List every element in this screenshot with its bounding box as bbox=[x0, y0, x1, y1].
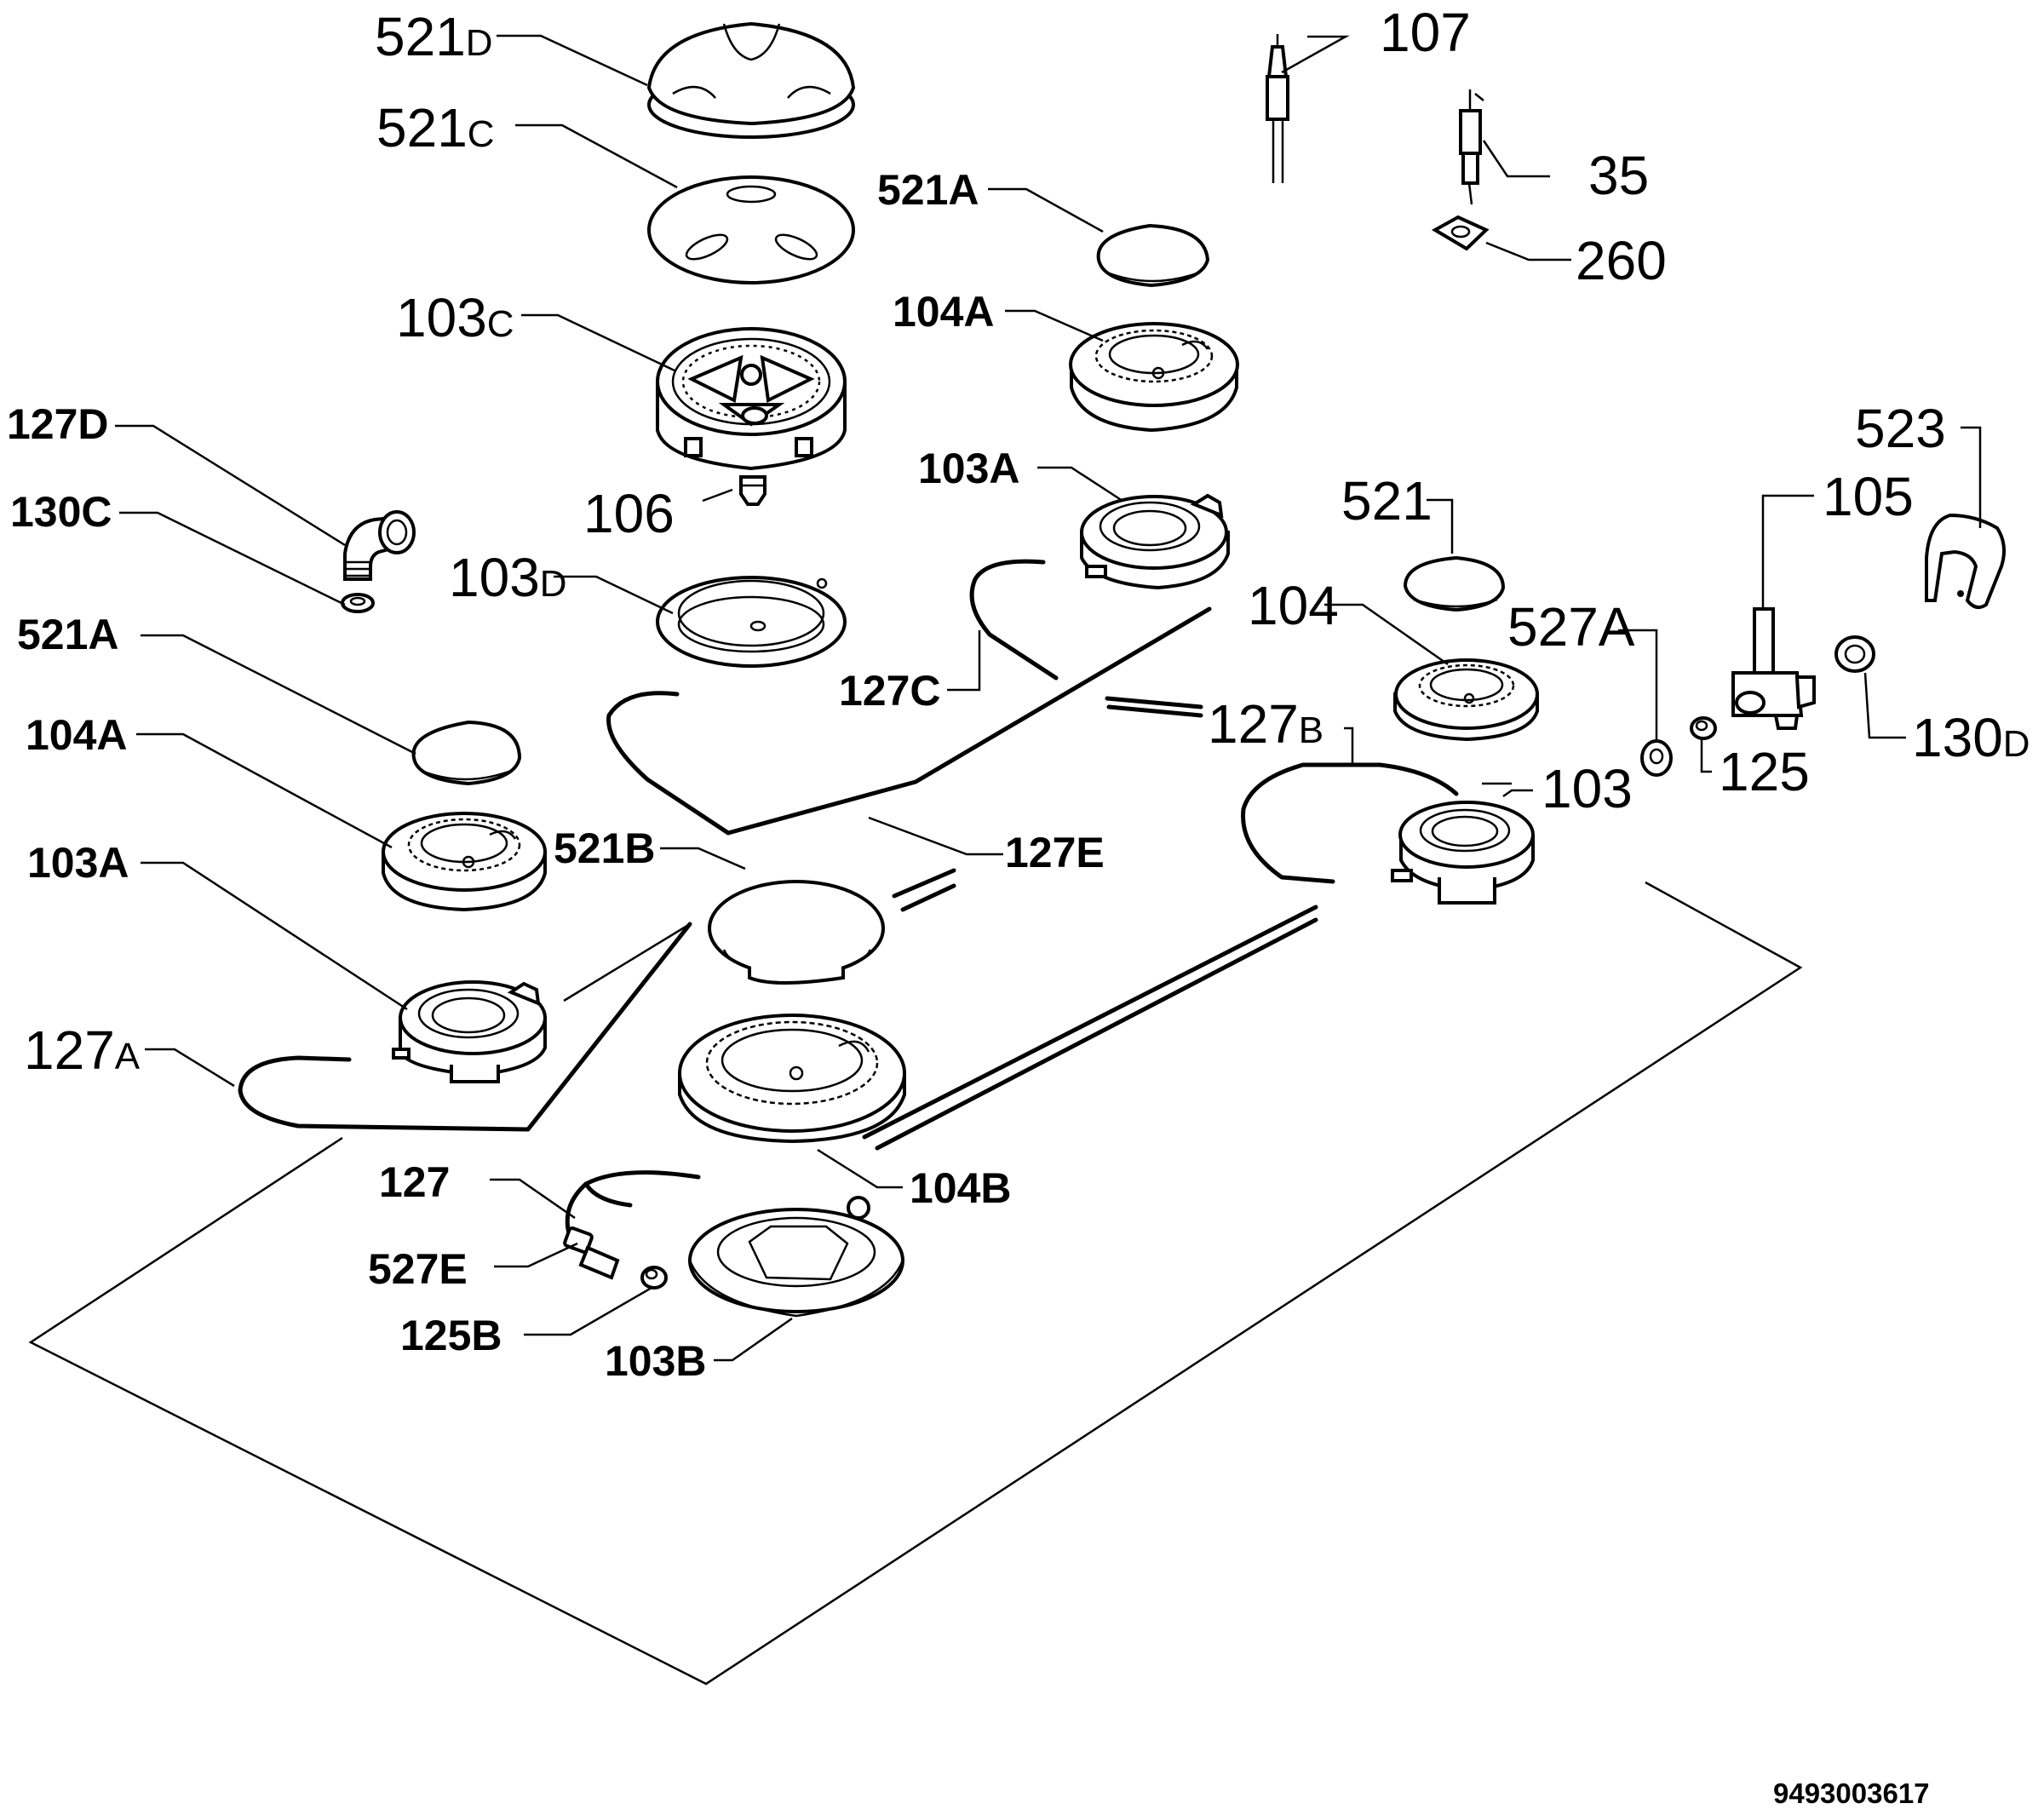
label-521a-mid: 521A bbox=[877, 166, 979, 214]
burner-left-stack bbox=[382, 720, 547, 1083]
gas-pipes bbox=[238, 559, 1459, 1236]
label-127c: 127C bbox=[839, 667, 941, 715]
part-107 bbox=[1266, 34, 1289, 183]
part-125b bbox=[640, 1266, 668, 1289]
label-523: 523 bbox=[1855, 398, 1946, 459]
label-107: 107 bbox=[1380, 2, 1471, 63]
part-527e bbox=[563, 1226, 620, 1280]
part-104 bbox=[1393, 658, 1539, 742]
washer-130c bbox=[341, 593, 375, 613]
part-103a-left bbox=[392, 980, 547, 1083]
part-106 bbox=[739, 475, 766, 506]
label-127e: 127E bbox=[1005, 829, 1105, 876]
part-103c bbox=[656, 327, 847, 471]
part-103b bbox=[688, 1196, 904, 1318]
part-35 bbox=[1459, 89, 1484, 205]
part-521c bbox=[647, 175, 855, 284]
label-35: 35 bbox=[1588, 145, 1649, 206]
burner-large-stack bbox=[646, 21, 856, 668]
label-527a: 527A bbox=[1507, 596, 1635, 658]
part-labels: 521D 521C 103C 106 103D 127D 130C 521A 1… bbox=[7, 2, 2030, 1385]
label-521d: 521D bbox=[375, 6, 493, 67]
label-521: 521 bbox=[1341, 470, 1433, 531]
label-127b: 127B bbox=[1208, 693, 1323, 755]
part-125 bbox=[1690, 716, 1717, 740]
label-260: 260 bbox=[1576, 230, 1667, 291]
label-125b: 125B bbox=[400, 1312, 502, 1359]
label-104a-mid: 104A bbox=[893, 288, 995, 336]
document-number: 9493003617 bbox=[1773, 1778, 1930, 1809]
pipe-127e bbox=[606, 606, 1212, 836]
part-260 bbox=[1431, 215, 1490, 251]
part-103a-mid bbox=[1080, 493, 1230, 590]
label-125: 125 bbox=[1719, 741, 1810, 802]
label-127d: 127D bbox=[7, 400, 109, 448]
label-104a-left: 104A bbox=[26, 711, 128, 759]
label-105: 105 bbox=[1823, 466, 1914, 527]
label-521a-left: 521A bbox=[17, 611, 119, 658]
label-127a: 127A bbox=[24, 1020, 141, 1081]
label-527e: 527E bbox=[368, 1245, 468, 1293]
label-103: 103 bbox=[1542, 758, 1633, 819]
label-106: 106 bbox=[583, 483, 675, 544]
part-521b bbox=[708, 880, 885, 985]
label-521c: 521C bbox=[376, 97, 495, 158]
part-523 bbox=[1925, 513, 2007, 610]
burner-centre-stack bbox=[563, 880, 906, 1318]
pipe-127 bbox=[565, 1170, 701, 1236]
label-103a-left: 103A bbox=[27, 839, 129, 887]
burner-right-stack bbox=[1391, 555, 1539, 905]
label-103c: 103C bbox=[396, 287, 514, 348]
label-127: 127 bbox=[379, 1158, 450, 1206]
pipe-127c bbox=[969, 559, 1059, 681]
leader-lines bbox=[115, 34, 1982, 1362]
label-104: 104 bbox=[1248, 575, 1339, 636]
label-521b: 521B bbox=[554, 824, 656, 872]
part-104b bbox=[678, 1014, 906, 1144]
label-103d: 103D bbox=[449, 547, 567, 608]
label-104b: 104B bbox=[910, 1164, 1012, 1212]
part-521a-left bbox=[411, 720, 522, 786]
part-104a-mid bbox=[1069, 322, 1239, 433]
part-521a-mid bbox=[1096, 223, 1210, 288]
part-103 bbox=[1391, 801, 1535, 905]
label-103a-mid: 103A bbox=[918, 445, 1020, 492]
pipe-127b bbox=[1241, 762, 1459, 884]
part-103d bbox=[656, 576, 847, 668]
pipe-127a bbox=[238, 922, 692, 1132]
hob-plate bbox=[28, 881, 1803, 1686]
elbow-127d bbox=[343, 510, 416, 581]
part-521 bbox=[1403, 555, 1506, 612]
label-130d: 130D bbox=[1912, 707, 2030, 768]
pipe-diagonal-1 bbox=[862, 905, 1318, 1140]
part-130d bbox=[1834, 635, 1875, 673]
part-104a-left bbox=[382, 812, 547, 912]
burner-middle-stack bbox=[1069, 223, 1239, 590]
label-130c: 130C bbox=[10, 488, 112, 536]
part-105 bbox=[1731, 607, 1816, 730]
label-103b: 103B bbox=[605, 1337, 707, 1385]
pipe-diagonal-2 bbox=[875, 917, 1318, 1151]
part-527a bbox=[1640, 739, 1673, 777]
part-521d bbox=[646, 21, 856, 139]
